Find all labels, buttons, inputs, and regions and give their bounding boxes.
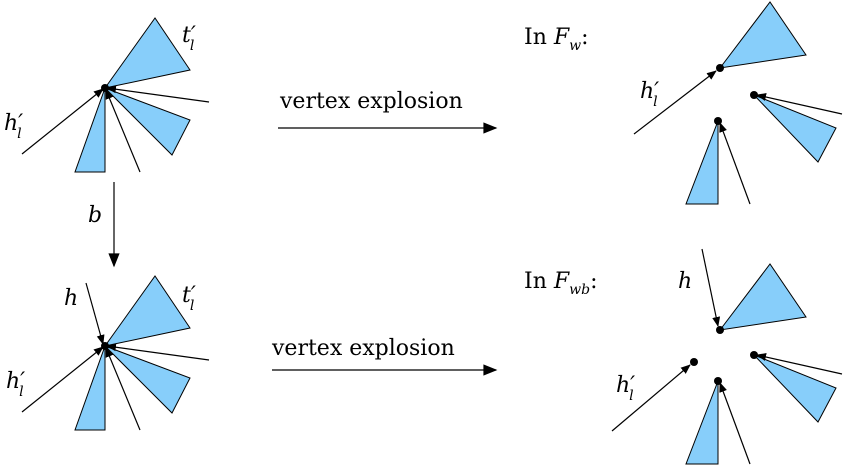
edge-br-hprime <box>611 364 691 432</box>
edge-br-down <box>719 382 751 465</box>
edge-tr-right-long <box>756 93 843 115</box>
edge-tl-right-long <box>106 85 210 103</box>
wedge-tl-right <box>104 87 191 156</box>
wedge-tl-bottom <box>74 87 106 173</box>
label-in-fwb: In Fwb: <box>524 269 598 298</box>
vertex-br-4 <box>714 377 722 385</box>
label-h-bottom: h′l <box>6 369 25 400</box>
edge-br-h <box>701 248 721 327</box>
edge-bl-hprime <box>21 346 104 413</box>
label-h-right-plain: h <box>678 269 692 294</box>
edge-tr-down <box>719 122 751 205</box>
vertex-br-2 <box>690 358 698 366</box>
label-t-bottom: t′l <box>182 283 196 314</box>
label-h-bottom-plain: h <box>64 286 78 311</box>
wedge-bl-bottom <box>74 345 106 431</box>
explosion-label-bottom: vertex explosion <box>271 336 455 361</box>
vertex-tr-1 <box>716 64 724 72</box>
label-h-top: h′l <box>4 111 23 142</box>
wedge-tr-right <box>753 94 837 163</box>
label-t-top: t′l <box>182 23 196 54</box>
wedge-tr-bottom <box>685 120 719 205</box>
edge-bl-right-long <box>106 343 210 361</box>
wedge-br-bottom <box>685 380 719 465</box>
edge-bl-h <box>85 282 105 345</box>
wedge-tl-top <box>103 17 191 89</box>
edge-br-right-long <box>756 353 843 375</box>
vertex-br-3 <box>750 351 758 359</box>
vertex-tr-3 <box>714 117 722 125</box>
bottom-left-star <box>21 275 210 431</box>
wedge-bl-top <box>103 275 191 347</box>
edge-tl-down <box>105 89 141 173</box>
edge-tl-h <box>21 88 104 155</box>
explosion-label-top: vertex explosion <box>279 89 463 114</box>
vertex-br-1 <box>716 326 724 334</box>
b-label: b <box>88 203 102 228</box>
wedge-br-top <box>718 263 807 331</box>
top-left-star <box>21 17 210 173</box>
edge-bl-down <box>105 347 141 431</box>
vertex-tr-2 <box>750 91 758 99</box>
wedge-bl-right <box>104 345 191 414</box>
vertex-bl <box>101 342 109 350</box>
bottom-right-exploded <box>611 248 843 465</box>
vertex-tl <box>101 84 109 92</box>
wedge-tr-top <box>718 1 807 69</box>
top-right-exploded <box>633 1 843 205</box>
wedge-br-right <box>753 354 837 423</box>
label-h-right: h′l <box>616 373 635 404</box>
label-in-fw: In Fw: <box>524 25 589 54</box>
label-h-fw: h′l <box>640 79 659 110</box>
edge-tr-h <box>633 70 717 135</box>
